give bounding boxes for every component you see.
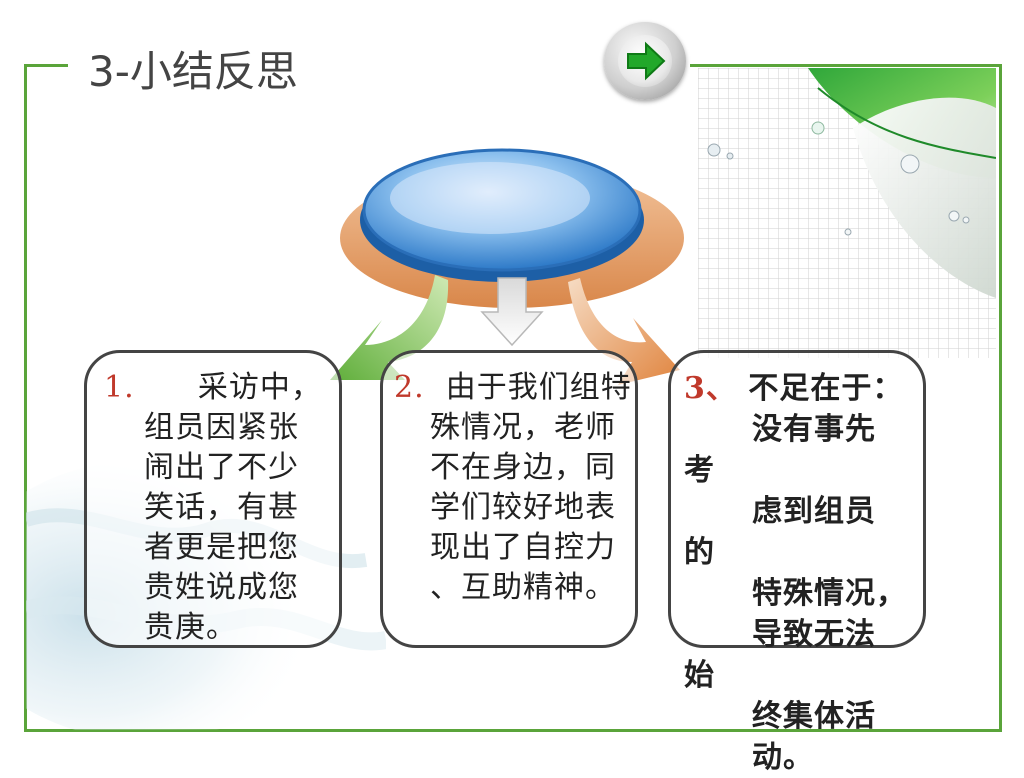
frame-top-right [690, 64, 1002, 67]
point-1-line-6: 贵姓说成您 [144, 570, 299, 605]
point-box-3 [668, 350, 926, 648]
point-3-line-5: 的 [684, 535, 715, 570]
point-2-line-1: 2. 由于我们组特 [394, 368, 632, 408]
frame-bottom [24, 729, 1002, 732]
point-3-line-1-text: 不足在于： [748, 371, 904, 406]
point-3-line-10: 动。 [752, 740, 814, 775]
frame-left [24, 64, 27, 732]
right-arrow-icon [627, 41, 666, 81]
point-3-number: 3、 [684, 371, 737, 406]
point-3-line-4: 虑到组员 [752, 494, 876, 529]
point-2-text: 2. 由于我们组特 殊情况，老师 不在身边，同 学们较好地表 现出了自控力 、互… [394, 368, 632, 608]
point-2-line-2: 殊情况，老师 [430, 410, 616, 445]
central-hub-diagram [330, 148, 684, 385]
point-2-number: 2. [394, 370, 425, 405]
point-2-line-4: 学们较好地表 [430, 490, 616, 525]
leaf-grid-decoration [698, 68, 996, 358]
point-3-line-1: 3、 不足在于： [684, 368, 907, 409]
point-1-text: 1. 采访中， 组员因紧张 闹出了不少 笑话，有甚 者更是把您 贵姓说成您 贵庚… [104, 368, 322, 648]
point-1-line-7: 贵庚。 [144, 610, 237, 645]
point-box-2 [380, 350, 638, 648]
slide-title: 3-小结反思 [88, 47, 298, 96]
point-3-line-2: 没有事先 [752, 412, 876, 447]
point-1-line-1-text: 采访中， [197, 370, 322, 405]
point-1-line-1: 1. 采访中， [104, 368, 322, 408]
point-1-line-4: 笑话，有甚 [144, 490, 299, 525]
point-2-line-6: 、互助精神。 [430, 570, 616, 605]
point-1-line-2: 组员因紧张 [144, 410, 299, 445]
point-1-line-5: 者更是把您 [144, 530, 299, 565]
point-box-1 [84, 350, 342, 648]
frame-right [999, 64, 1002, 732]
point-3-text: 3、 不足在于： 没有事先 考 虑到组员 的 特殊情况， 导致无法 始 终集体活… [684, 368, 907, 778]
point-1-line-3: 闹出了不少 [144, 450, 299, 485]
frame-top-left [24, 64, 68, 67]
next-slide-button[interactable] [604, 22, 686, 100]
point-2-line-3: 不在身边，同 [430, 450, 616, 485]
point-2-line-1-text: 由于我们组特 [445, 370, 632, 405]
point-3-line-6: 特殊情况， [752, 576, 907, 611]
point-1-number: 1. [104, 370, 135, 405]
point-3-line-8: 始 [684, 658, 715, 693]
point-3-line-9: 终集体活 [752, 699, 876, 734]
point-3-line-7: 导致无法 [752, 617, 876, 652]
point-2-line-5: 现出了自控力 [430, 530, 616, 565]
point-3-line-3: 考 [684, 453, 715, 488]
